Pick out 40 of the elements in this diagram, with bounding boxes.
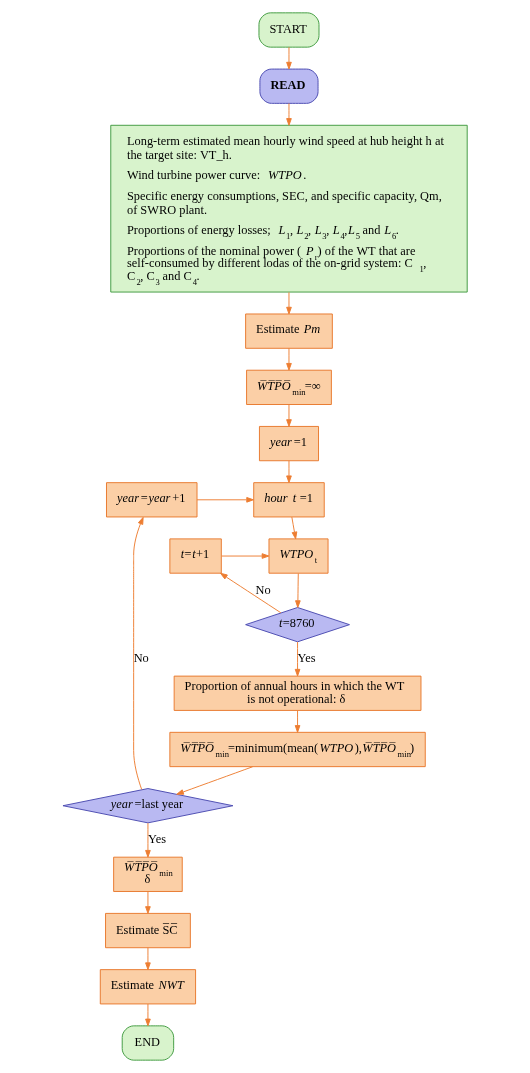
node-box: WTPO$_{t}$: [268, 538, 329, 574]
edge-label: No: [255, 582, 271, 597]
arrow: [133, 516, 144, 790]
arrow: [220, 572, 282, 614]
arrow: [286, 291, 292, 315]
arrow: [286, 460, 292, 484]
node-box: hour t =1: [253, 482, 325, 518]
arrow: [286, 46, 292, 70]
arrow: [286, 102, 292, 126]
node-box: t=t+1: [169, 538, 222, 574]
arrow: [291, 516, 298, 540]
node-box: Estimate NWT: [99, 969, 197, 1005]
arrow: [294, 641, 301, 677]
node-box: Long-term estimated mean hourly wind speed at hub height h at the target site: VT_h. Wind turbine power curve: WTPO. Specific energy consumptions, SEC, and specific capacity, Qm, of SWRO plant. Proportions of energy losses; L$_{1}$, L$_{2}$, L$_{3}$, L$_{4}$,L$_{5}$ and L$_{6}$. Proportions of the nominal power (P$_{r}$) of the WT that are self-consumed by different lodas of the on-grid system: C$_{1}$, C$_{2}$, C$_{3}$ and C$_{4}$.: [110, 124, 468, 293]
arrow: [145, 822, 151, 858]
arrow: [145, 947, 151, 970]
arrow: [145, 1003, 151, 1027]
node-box: Proportion of annual hours in which the WT is not operational: δ: [173, 675, 422, 711]
node-box: year=1: [258, 425, 319, 462]
node-box: Estimate Pm: [245, 313, 333, 349]
node-box: START: [258, 12, 320, 48]
edge-label: Yes: [147, 832, 166, 847]
node-box: year=year+1: [106, 482, 198, 518]
node-box: W̅T̅P̅O̅$_{min}$=minimum(mean(WTPO),W̅T̅P̅O̅$_{min}$): [169, 731, 426, 768]
arrow: [294, 710, 301, 733]
edge-label: No: [133, 651, 149, 666]
arrow: [286, 404, 292, 427]
edge-label: Yes: [297, 651, 316, 666]
arrow: [145, 891, 151, 914]
node-box: READ: [259, 68, 319, 104]
arrow: [176, 766, 254, 795]
node-box: W̅T̅P̅O̅$_{min}$=∞: [246, 369, 332, 405]
arrow: [286, 347, 292, 371]
node-box: END: [121, 1025, 175, 1061]
node-box: Estimate S̅C̅: [105, 912, 191, 949]
node-diamond: t=8760: [245, 607, 350, 643]
arrow: [196, 497, 254, 503]
arrow: [295, 573, 301, 608]
node-box: W̅T̅P̅O̅$_{min}$ δ: [113, 856, 183, 892]
arrow: [221, 553, 270, 559]
